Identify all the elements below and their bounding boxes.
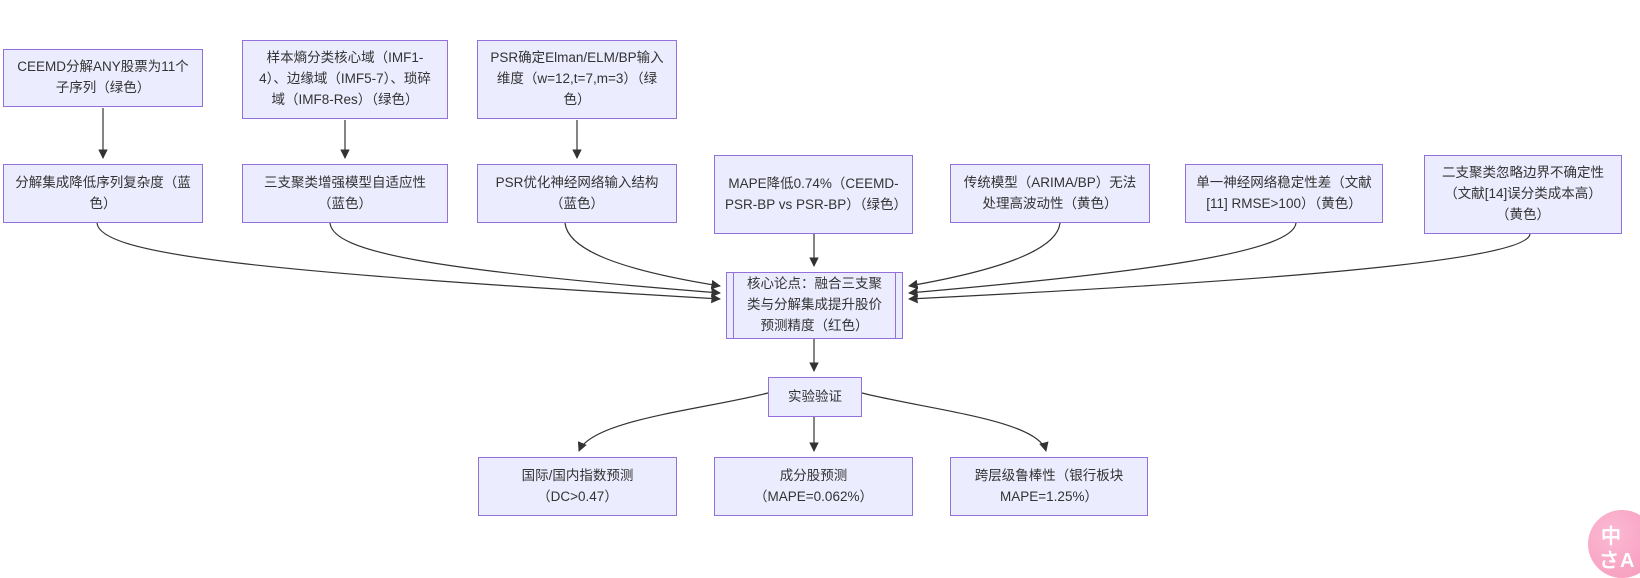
node-label: 国际/国内指数预测（DC>0.47） — [521, 467, 634, 504]
node-traditional-model-limitation: 传统模型（ARIMA/BP）无法处理高波动性（黄色） — [950, 164, 1150, 223]
node-core-thesis: 核心论点：融合三支聚类与分解集成提升股价预测精度（红色） — [726, 272, 903, 339]
node-single-nn-instability: 单一神经网络稳定性差（文献[11] RMSE>100）（黄色） — [1185, 164, 1383, 223]
node-label: 核心论点：融合三支聚类与分解集成提升股价预测精度（红色） — [747, 276, 882, 333]
node-label: PSR确定Elman/ELM/BP输入维度（w=12,t=7,m=3）（绿色） — [490, 50, 664, 107]
node-label: MAPE降低0.74%（CEEMD-PSR-BP vs PSR-BP）（绿色） — [725, 175, 908, 212]
edge-p1-core — [908, 222, 1061, 290]
node-label: 单一神经网络稳定性差（文献[11] RMSE>100）（黄色） — [1196, 174, 1372, 211]
edge-exp-r1 — [577, 392, 769, 452]
node-label: PSR优化神经网络输入结构（蓝色） — [495, 174, 659, 211]
translate-float-button[interactable]: 中 さA — [1588, 510, 1640, 578]
edge-exp-r3 — [861, 392, 1049, 452]
edge-p3-core — [908, 233, 1531, 304]
translate-glyph-chinese: 中 — [1601, 526, 1622, 548]
node-index-forecast-result: 国际/国内指数预测（DC>0.47） — [478, 457, 677, 516]
node-two-way-clustering-limitation: 二支聚类忽略边界不确定性（文献[14]误分类成本高）（黄色） — [1424, 155, 1622, 234]
node-ceemd-decompose: CEEMD分解ANY股票为11个子序列（绿色） — [3, 49, 203, 107]
node-psr-input-dimension: PSR确定Elman/ELM/BP输入维度（w=12,t=7,m=3）（绿色） — [477, 40, 677, 119]
edge-p2-core — [908, 222, 1297, 298]
node-label: 传统模型（ARIMA/BP）无法处理高波动性（黄色） — [963, 174, 1137, 211]
node-label: 分解集成降低序列复杂度（蓝色） — [15, 174, 191, 211]
node-experiment-validation: 实验验证 — [768, 377, 862, 417]
node-decomposition-reduces-complexity: 分解集成降低序列复杂度（蓝色） — [3, 164, 203, 223]
node-label: 二支聚类忽略边界不确定性（文献[14]误分类成本高）（黄色） — [1442, 165, 1604, 222]
core-thesis-inner-border: 核心论点：融合三支聚类与分解集成提升股价预测精度（红色） — [733, 273, 896, 338]
node-sample-entropy-domains: 样本熵分类核心域（IMF1-4）、边缘域（IMF5-7）、琐碎域（IMF8-Re… — [242, 40, 448, 119]
node-constituent-stock-result: 成分股预测（MAPE=0.062%） — [714, 457, 913, 516]
node-label: 成分股预测（MAPE=0.062%） — [754, 467, 873, 504]
node-label: 实验验证 — [788, 388, 842, 404]
node-mape-reduction-evidence: MAPE降低0.74%（CEEMD-PSR-BP vs PSR-BP）（绿色） — [714, 155, 913, 234]
edge-a1-core — [96, 222, 721, 304]
node-label: 跨层级鲁棒性（银行板块MAPE=1.25%） — [974, 467, 1124, 504]
edge-a2-core — [329, 222, 721, 298]
node-cross-level-robustness-result: 跨层级鲁棒性（银行板块MAPE=1.25%） — [950, 457, 1148, 516]
node-psr-optimizes-input: PSR优化神经网络输入结构（蓝色） — [477, 164, 677, 223]
node-label: 三支聚类增强模型自适应性（蓝色） — [264, 174, 426, 211]
node-label: CEEMD分解ANY股票为11个子序列（绿色） — [17, 59, 189, 95]
node-label: 样本熵分类核心域（IMF1-4）、边缘域（IMF5-7）、琐碎域（IMF8-Re… — [259, 50, 431, 107]
node-three-way-clustering-adaptivity: 三支聚类增强模型自适应性（蓝色） — [242, 164, 448, 223]
translate-glyph-latin: さA — [1599, 550, 1636, 572]
edge-a3-core — [564, 222, 721, 290]
